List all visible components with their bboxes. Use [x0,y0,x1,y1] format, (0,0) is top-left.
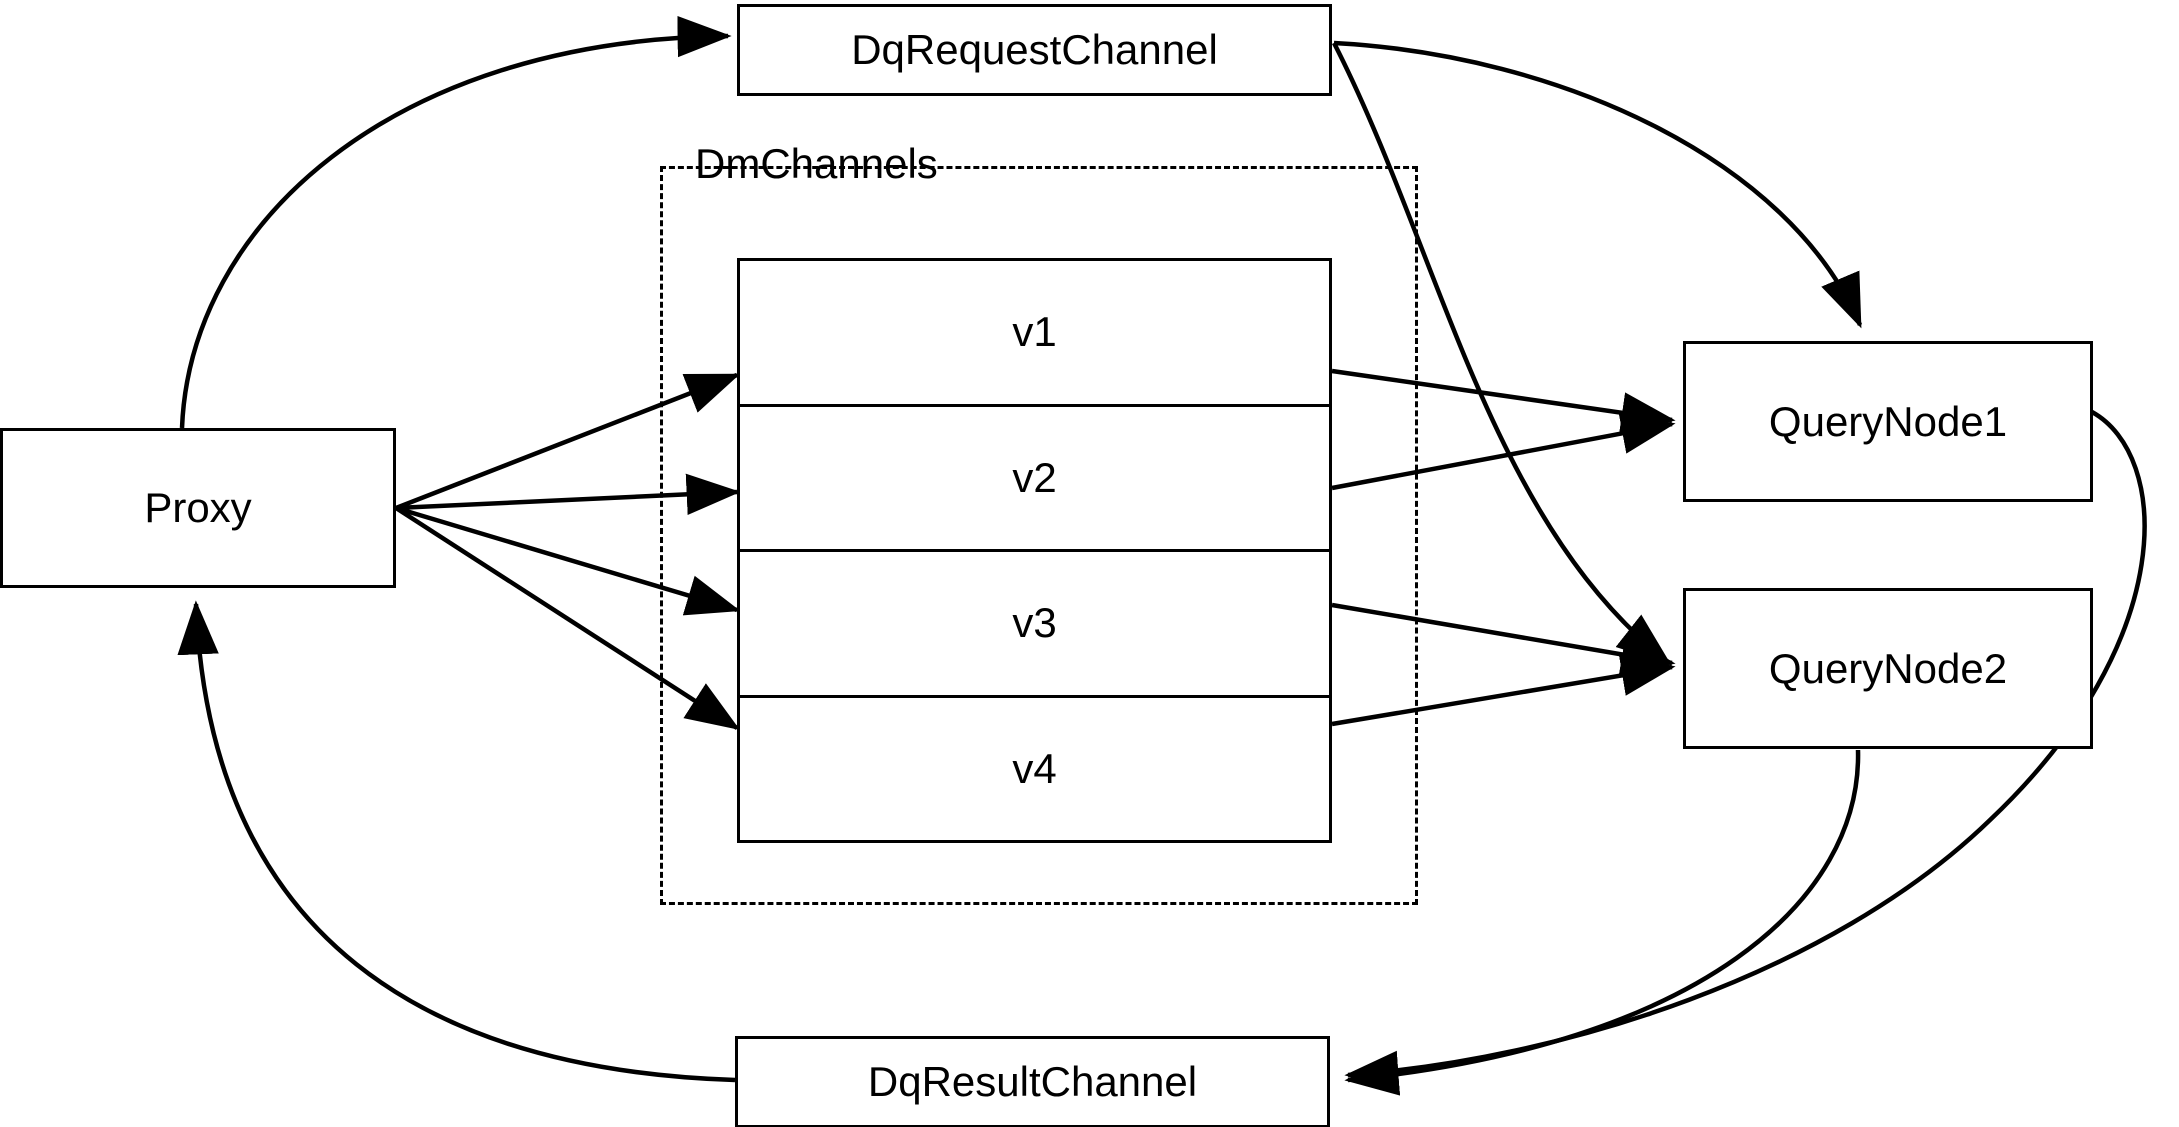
group-dm-channels [660,166,1418,905]
dm-channel-row-v1[interactable]: v1 [740,261,1329,404]
group-dm-channels-label: DmChannels [695,140,938,187]
edge-dqresultchannel-to-proxy [177,600,736,1083]
node-dq-request-channel-label: DqRequestChannel [851,26,1218,73]
dm-channel-label-v1: v1 [1012,308,1057,356]
dm-channel-label-v3: v3 [1012,599,1057,647]
dm-channel-row-v4[interactable]: v4 [740,694,1329,841]
edge-v2-to-querynode1 [1331,412,1676,491]
dm-channel-label-v4: v4 [1012,744,1057,792]
dm-channel-row-v3[interactable]: v3 [740,549,1329,695]
edge-dqrequestchannel-to-querynode2 [1331,41,1671,665]
edge-v1-to-querynode1 [1331,368,1676,434]
edge-proxy-to-v3 [395,505,741,616]
node-query-node-2-label: QueryNode2 [1768,644,2008,692]
edge-proxy-to-v2 [395,473,741,516]
node-dq-request-channel[interactable]: DqRequestChannel [737,4,1332,96]
dm-channel-label-v2: v2 [1012,453,1057,501]
dm-channel-row-v2[interactable]: v2 [740,403,1329,550]
edge-proxy-to-v1 [395,372,741,511]
node-proxy-label: Proxy [144,484,252,531]
node-proxy[interactable]: Proxy [0,428,396,588]
edge-proxy-to-dqrequestchannel [179,15,732,429]
edge-dqrequestchannel-to-querynode1 [1333,40,1863,329]
node-dq-result-channel[interactable]: DqResultChannel [735,1036,1330,1127]
edge-querynode2-to-dqresultchannel [1344,749,1861,1096]
node-dq-result-channel-label: DqResultChannel [867,1058,1198,1105]
edge-proxy-to-v4 [394,506,741,730]
dm-channel-stack: v1 v2 v3 v4 [737,258,1332,843]
edge-v3-to-querynode2 [1331,602,1676,675]
edge-v4-to-querynode2 [1331,654,1676,727]
node-query-node-1-label: QueryNode1 [1768,397,2008,445]
node-query-node-1[interactable]: QueryNode1 [1683,341,2093,502]
node-query-node-2[interactable]: QueryNode2 [1683,588,2093,749]
